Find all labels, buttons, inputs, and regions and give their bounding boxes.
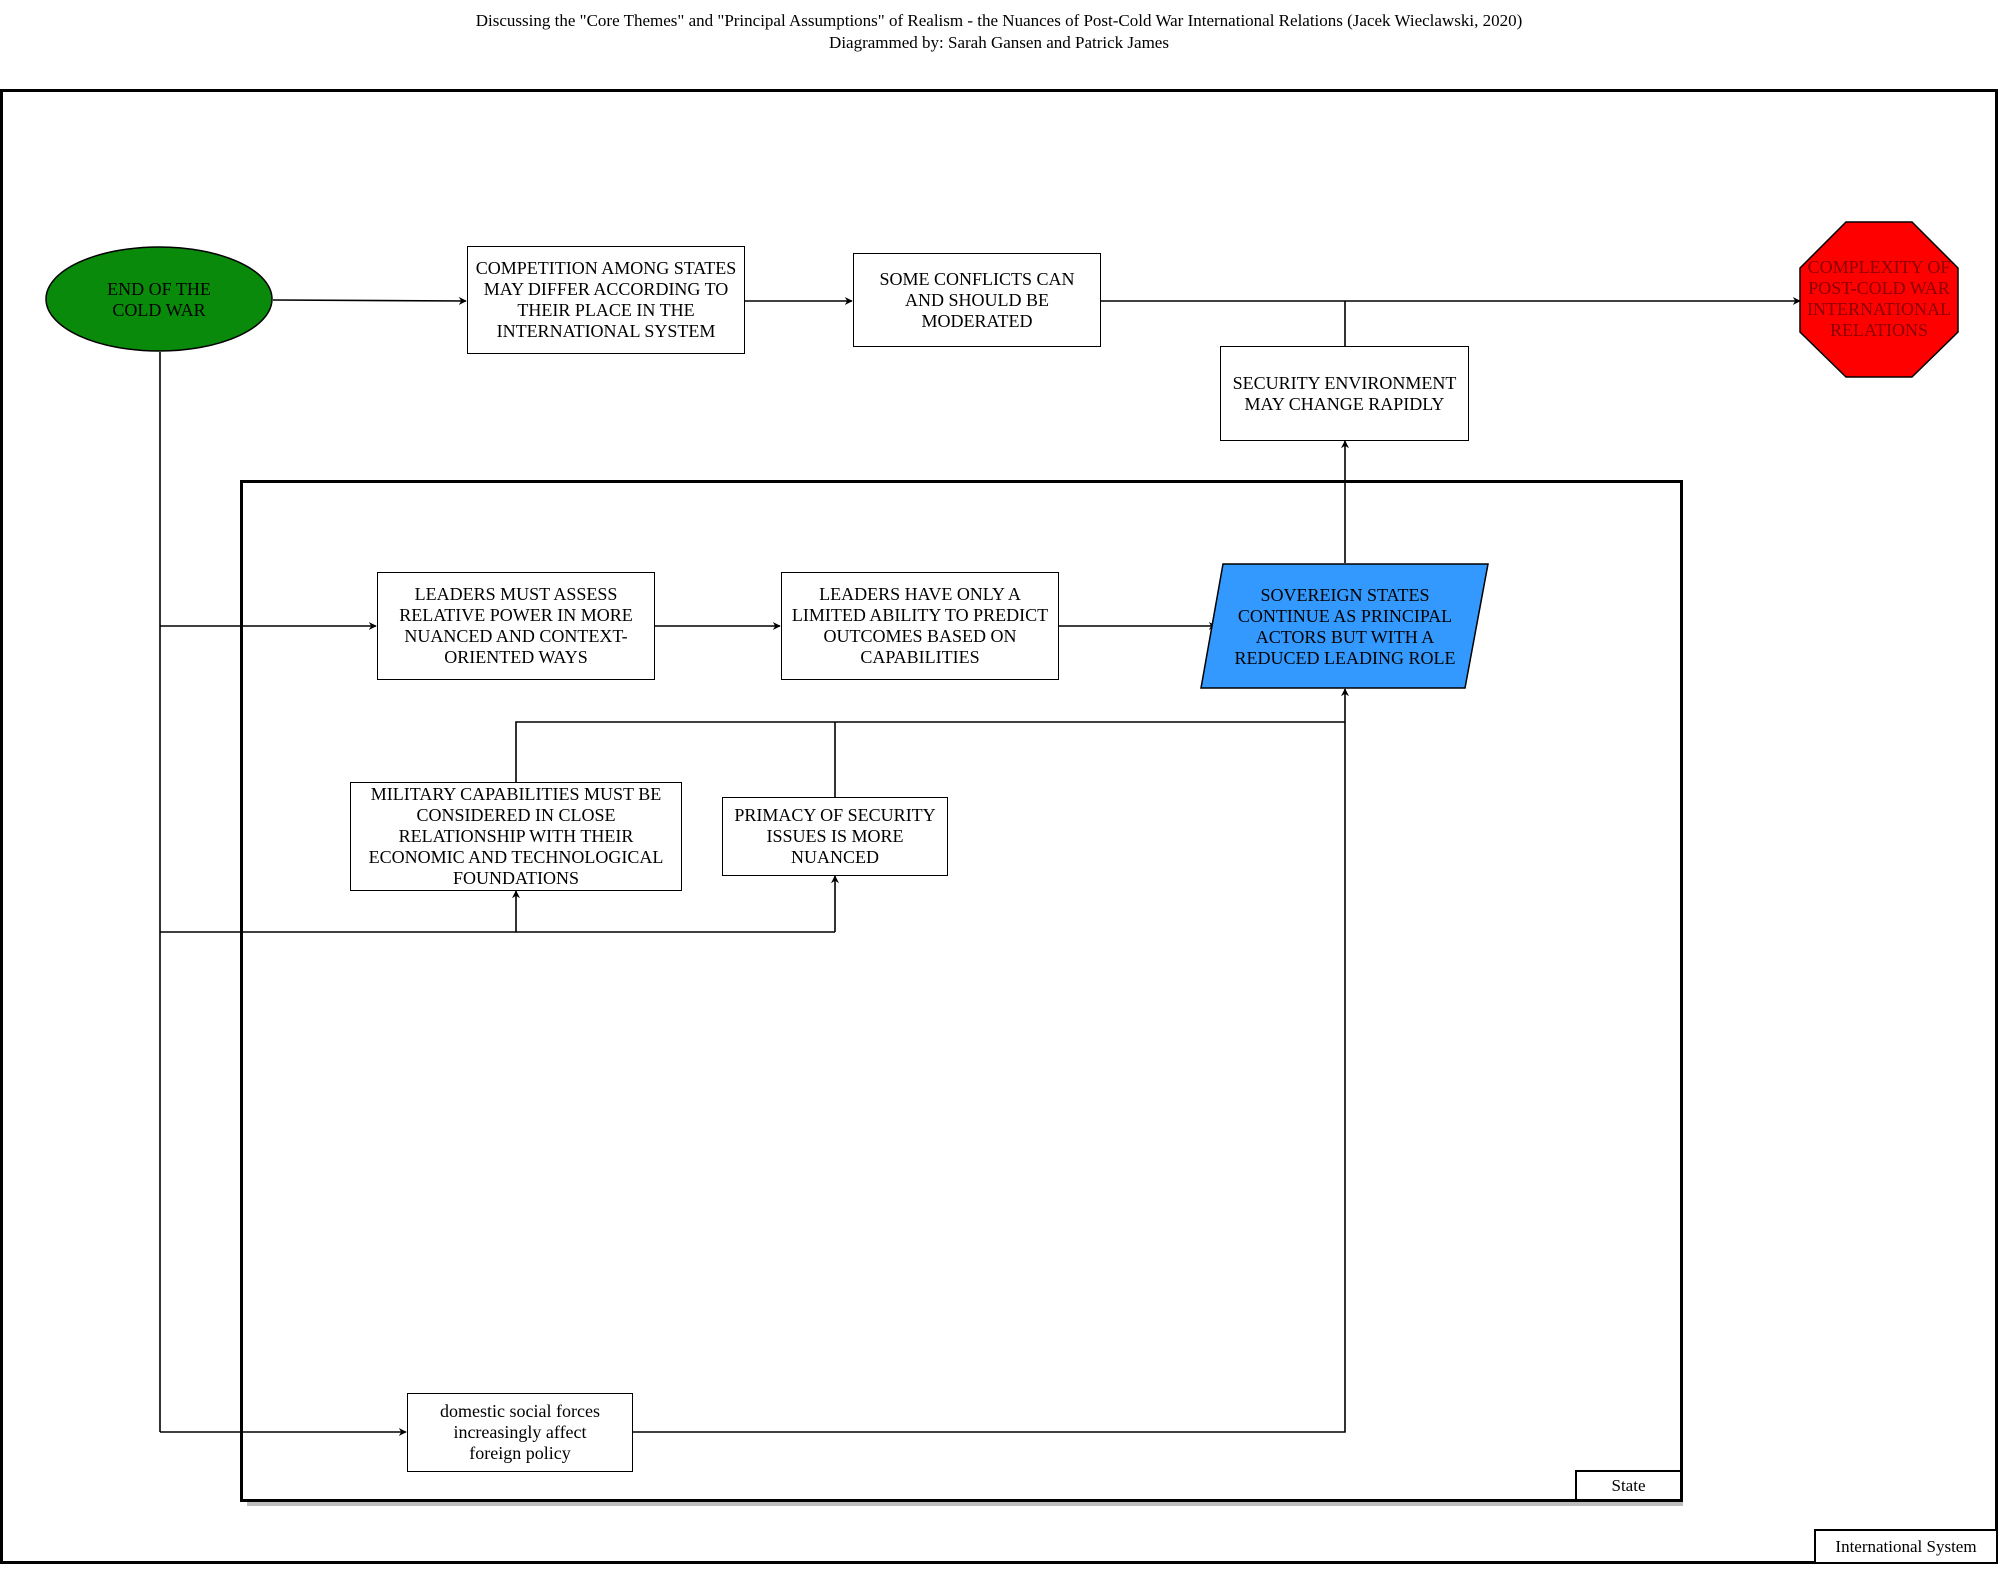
diagram-subtitle: Diagrammed by: Sarah Gansen and Patrick … xyxy=(829,33,1169,52)
domestic-social-forces-node: domestic social forces increasingly affe… xyxy=(407,1393,633,1472)
end-of-cold-war-label: END OF THE COLD WAR xyxy=(107,279,211,320)
international-system-frame xyxy=(0,89,1998,1564)
security-environment-node: SECURITY ENVIRONMENT MAY CHANGE RAPIDLY xyxy=(1220,346,1469,441)
start-node-shape xyxy=(45,246,273,352)
state-label: State xyxy=(1575,1470,1682,1501)
conflicts-node: SOME CONFLICTS CAN AND SHOULD BE MODERAT… xyxy=(853,253,1101,347)
sovereign-node-shape xyxy=(1200,563,1489,689)
complexity-label: COMPLEXITY OF POST-COLD WAR INTERNATIONA… xyxy=(1807,257,1951,340)
diagram-title: Discussing the "Core Themes" and "Princi… xyxy=(475,11,1523,30)
end-node-shape xyxy=(1799,221,1959,378)
sovereign-states-label: SOVEREIGN STATES CONTINUE AS PRINCIPAL A… xyxy=(1234,585,1456,668)
competition-node: COMPETITION AMONG STATES MAY DIFFER ACCO… xyxy=(467,246,745,354)
leaders-limited-node: LEADERS HAVE ONLY A LIMITED ABILITY TO P… xyxy=(781,572,1059,680)
international-system-label: International System xyxy=(1814,1529,1998,1564)
primacy-security-node: PRIMACY OF SECURITY ISSUES IS MORE NUANC… xyxy=(722,797,948,876)
leaders-assess-node: LEADERS MUST ASSESS RELATIVE POWER IN MO… xyxy=(377,572,655,680)
military-capabilities-node: MILITARY CAPABILITIES MUST BE CONSIDERED… xyxy=(350,782,682,891)
